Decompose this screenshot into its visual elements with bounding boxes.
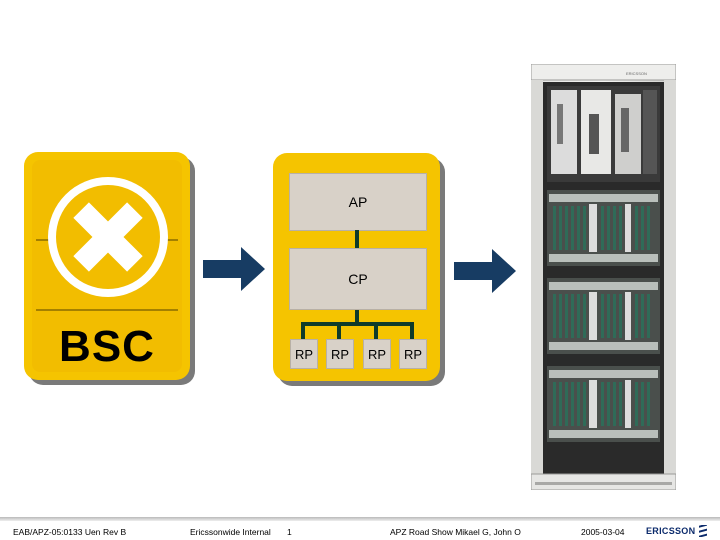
bsc-label: BSC	[59, 322, 155, 371]
bsc-symbol-icon	[36, 177, 178, 311]
arrow-right-icon	[203, 247, 265, 291]
rp-box: RP	[363, 339, 391, 369]
footer-presentation: APZ Road Show Mikael G, John O	[390, 527, 521, 537]
rp-box: RP	[399, 339, 427, 369]
footer-page-number: 1	[287, 527, 292, 537]
arrow-right-icon	[454, 249, 516, 293]
cabinet-illustration: ERICSSON	[530, 63, 677, 491]
bsc-card: BSC	[24, 152, 195, 385]
rp-box: RP	[326, 339, 354, 369]
footer-classification: Ericssonwide Internal	[190, 527, 271, 537]
rp-box: RP	[290, 339, 318, 369]
footer-doc-id: EAB/APZ-05:0133 Uen	[13, 527, 101, 537]
ericsson-logo: ERICSSON	[646, 525, 708, 537]
footer-divider	[0, 517, 720, 521]
ap-cp-rp-card: AP CP RP RP RP RP	[273, 153, 445, 386]
ericsson-mark-icon	[699, 525, 708, 537]
cabinet-brand: ERICSSON	[626, 71, 647, 76]
hardware-cabinet-photo: ERICSSON	[530, 63, 677, 491]
cp-box: CP	[289, 248, 427, 310]
connector-lines	[301, 230, 414, 339]
ericsson-logo-text: ERICSSON	[646, 526, 696, 536]
footer-revision: Rev B	[103, 527, 127, 537]
footer-date: 2005-03-04	[581, 527, 625, 537]
